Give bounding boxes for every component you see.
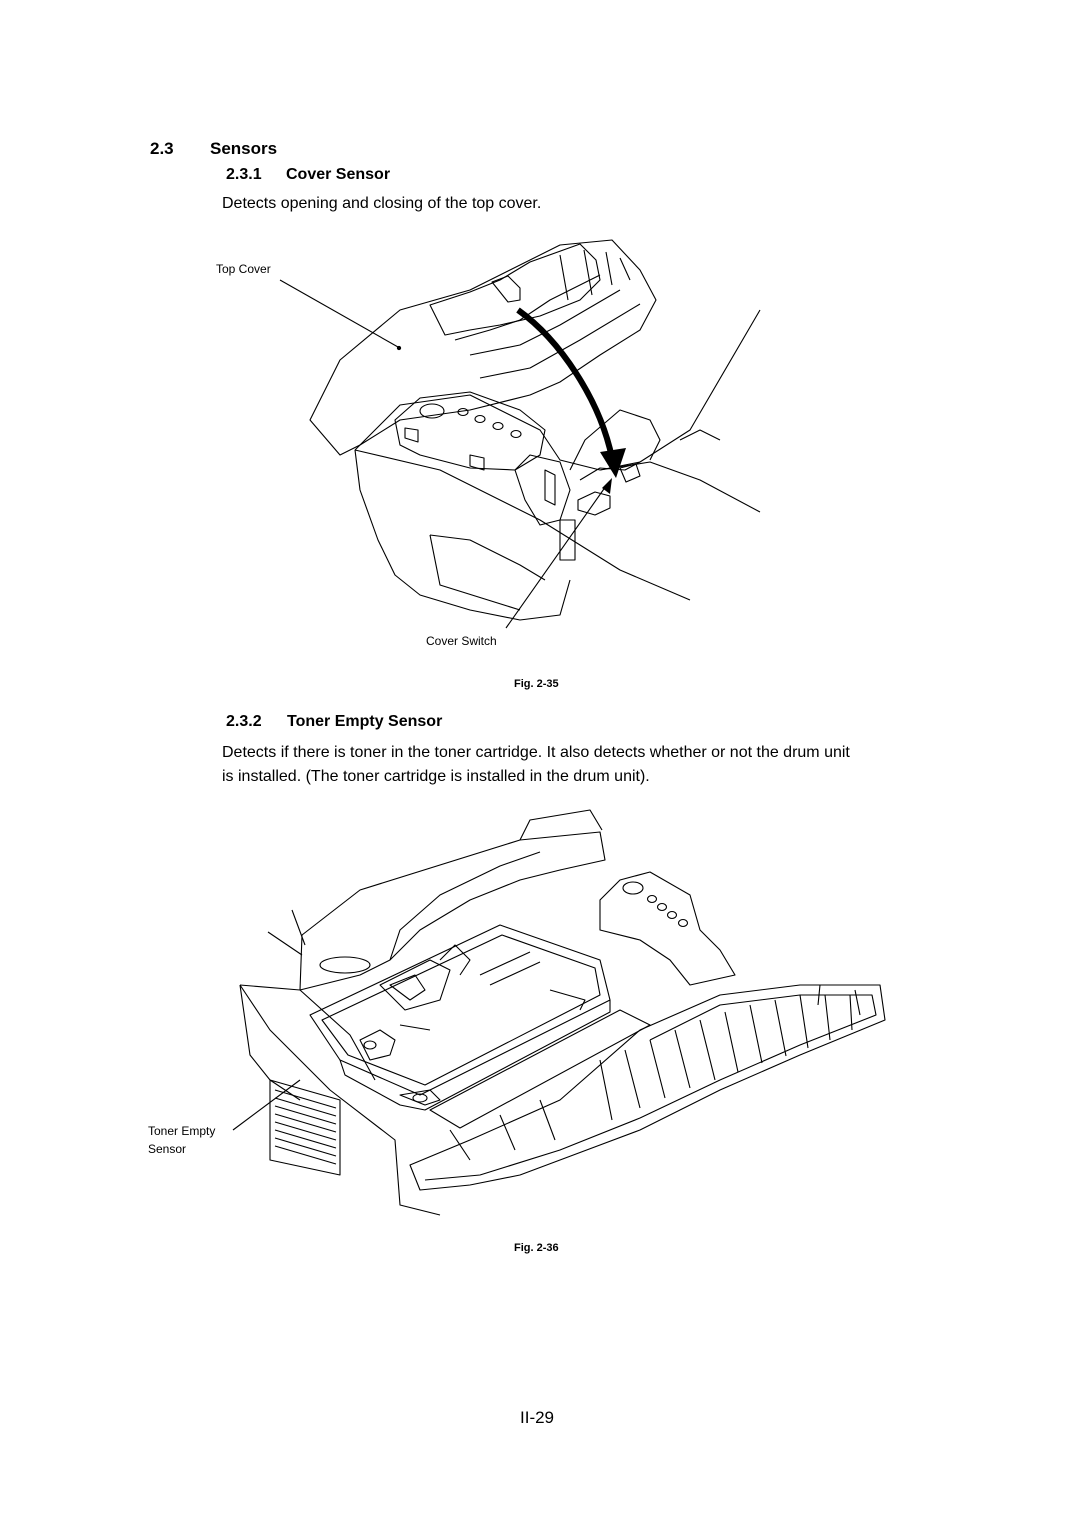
label-toner-empty-line2: Sensor (148, 1142, 187, 1156)
subsection-title-toner: Toner Empty Sensor (287, 713, 443, 730)
toner-sensor-description-line2: is installed. (The toner cartridge is in… (222, 768, 650, 785)
label-top-cover: Top Cover (216, 262, 271, 276)
section-number: 2.3 (150, 139, 174, 158)
subsection-number-cover: 2.3.1 (226, 166, 262, 183)
cover-sensor-description: Detects opening and closing of the top c… (222, 195, 542, 212)
cover-sensor-illustration (0, 0, 1080, 700)
section-title: Sensors (210, 139, 278, 158)
subsection-title-cover: Cover Sensor (286, 166, 391, 183)
figure-caption-2-35: Fig. 2-35 (514, 678, 559, 690)
figure-caption-2-36: Fig. 2-36 (514, 1242, 559, 1254)
toner-sensor-illustration (0, 0, 1080, 1240)
label-toner-empty-line1: Toner Empty (148, 1124, 216, 1138)
toner-sensor-description-line1: Detects if there is toner in the toner c… (222, 744, 850, 761)
subsection-number-toner: 2.3.2 (226, 713, 262, 730)
label-cover-switch: Cover Switch (426, 634, 497, 648)
page-number: II-29 (520, 1408, 555, 1427)
